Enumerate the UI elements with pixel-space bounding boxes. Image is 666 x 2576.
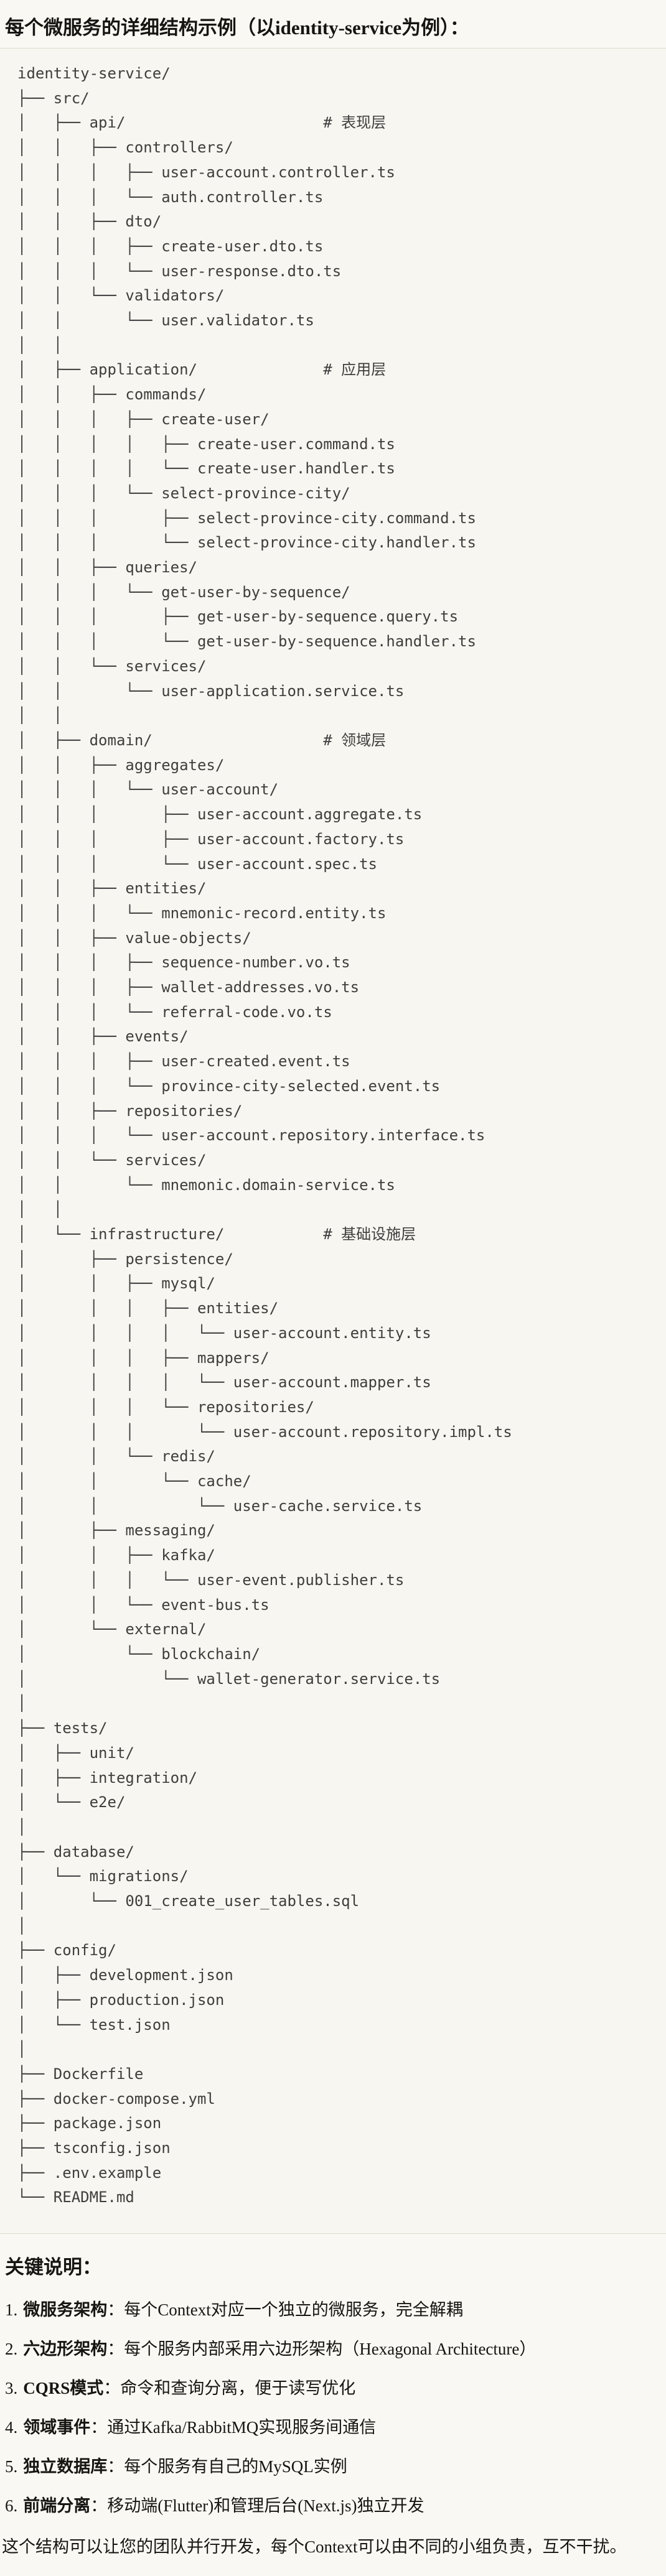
item-desc: ：每个服务有自己的MySQL实例 <box>107 2457 347 2476</box>
item-number: 3. <box>5 2379 18 2398</box>
note-item-independent-db: 5. 独立数据库：每个服务有自己的MySQL实例 <box>5 2454 660 2479</box>
item-number: 5. <box>5 2457 18 2476</box>
note-item-frontend-separation: 6.前端分离：移动端(Flutter)和管理后台(Next.js)独立开发 <box>5 2493 660 2518</box>
page-title: 每个微服务的详细结构示例（以identity-service为例）： <box>5 17 469 39</box>
item-desc: ：移动端(Flutter)和管理后台(Next.js)独立开发 <box>90 2496 424 2516</box>
item-number: 2. <box>5 2340 18 2359</box>
document: 每个微服务的详细结构示例（以identity-service为例）： ident… <box>0 15 666 2562</box>
item-desc: ：每个服务内部采用六边形架构（Hexagonal Architecture） <box>107 2340 537 2359</box>
item-number: 6. <box>5 2496 18 2516</box>
item-desc: ：每个Context对应一个独立的微服务，完全解耦 <box>107 2300 463 2320</box>
notes-section: 关键说明： 1.微服务架构：每个Context对应一个独立的微服务，完全解耦 2… <box>0 2255 666 2562</box>
notes-heading: 关键说明： <box>5 2256 101 2279</box>
closing-paragraph: 这个结构可以让您的团队并行开发，每个Context可以由不同的小组负责，互不干扰… <box>2 2537 627 2557</box>
item-term: 前端分离 <box>23 2496 91 2516</box>
item-term: 独立数据库 <box>23 2457 108 2476</box>
item-number: 4. <box>5 2418 18 2437</box>
note-item-microservices: 1.微服务架构：每个Context对应一个独立的微服务，完全解耦 <box>5 2297 660 2322</box>
item-term: 微服务架构 <box>23 2300 108 2320</box>
item-desc: ：命令和查询分离，便于读写优化 <box>103 2379 356 2398</box>
notes-list: 1.微服务架构：每个Context对应一个独立的微服务，完全解耦 2. 六边形架构… <box>5 2297 660 2518</box>
note-item-cqrs: 3. CQRS模式：命令和查询分离，便于读写优化 <box>5 2376 660 2401</box>
file-tree-code-block: identity-service/ ├── src/ │ ├── api/ # … <box>0 48 666 2234</box>
note-item-domain-events: 4. 领域事件：通过Kafka/RabbitMQ实现服务间通信 <box>5 2415 660 2440</box>
note-item-hexagonal: 2. 六边形架构：每个服务内部采用六边形架构（Hexagonal Architec… <box>5 2337 660 2361</box>
item-term: CQRS模式 <box>23 2379 104 2398</box>
item-number: 1. <box>5 2300 18 2320</box>
item-term: 领域事件 <box>23 2418 91 2437</box>
item-term: 六边形架构 <box>23 2340 108 2359</box>
item-desc: ：通过Kafka/RabbitMQ实现服务间通信 <box>90 2418 377 2437</box>
